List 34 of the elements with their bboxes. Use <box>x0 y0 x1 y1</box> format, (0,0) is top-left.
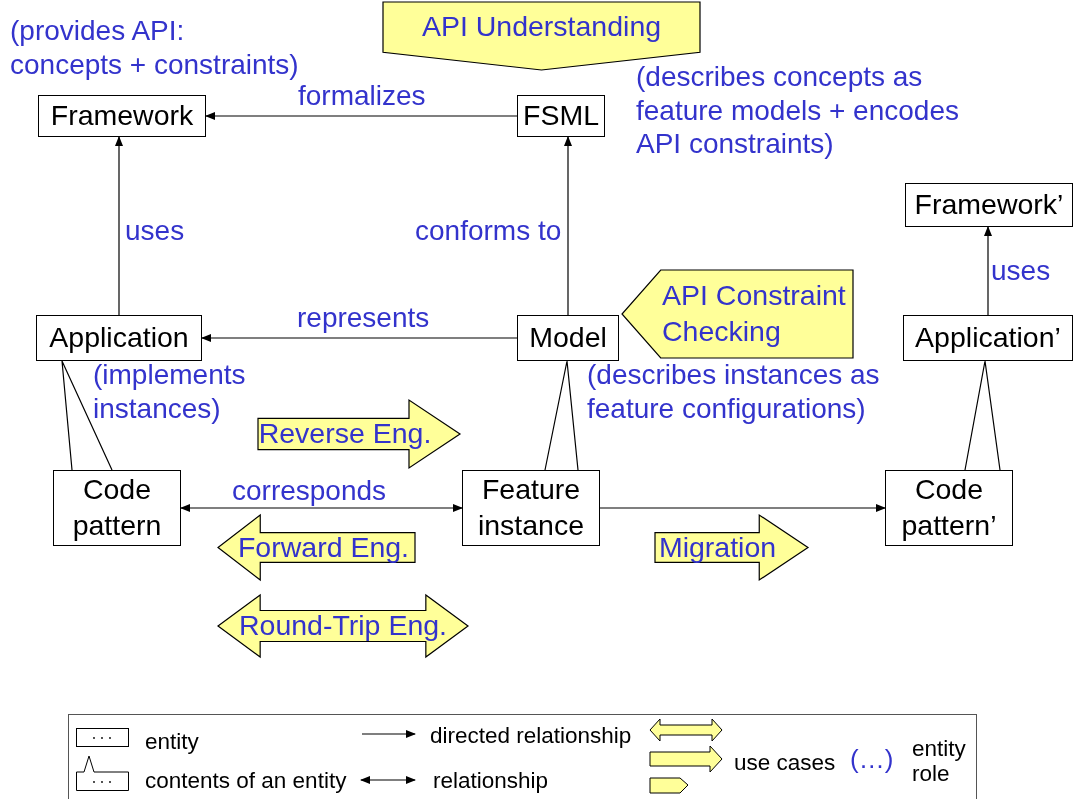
use-case-shape: Forward Eng. <box>218 515 415 580</box>
entity-box: Code pattern <box>53 470 181 546</box>
entity-role-note: (implements instances) <box>93 358 247 426</box>
arrow <box>599 504 886 512</box>
entity-role-sample: (…) <box>850 744 894 776</box>
entity-role-note: (provides API: concepts + constraints) <box>10 14 300 82</box>
legend-label: contents of an entity <box>145 769 347 794</box>
legend-label: entity role <box>912 737 967 787</box>
entity-box: Code pattern’ <box>885 470 1013 546</box>
entity-box: Feature instance <box>462 470 600 546</box>
arrow <box>564 136 572 316</box>
contents-callout-wedge <box>544 360 579 471</box>
entity-box: Model <box>517 315 619 361</box>
arrow <box>205 112 518 120</box>
entity-box: FSML <box>517 95 605 137</box>
use-case-shape: Migration <box>655 515 808 580</box>
legend-label: entity <box>145 730 199 755</box>
legend-label: use cases <box>734 751 836 776</box>
use-case-shape: Round-Trip Eng. <box>218 595 468 657</box>
entity-box: Application <box>36 315 202 361</box>
entity-role-note: (describes instances as feature configurations) <box>587 358 881 426</box>
use-case-shape: API Constraint Checking <box>622 270 853 358</box>
arrow <box>115 136 123 316</box>
contents-callout-wedge <box>61 360 113 471</box>
entity-box: Application’ <box>903 315 1073 361</box>
use-case-shape: Reverse Eng. <box>258 400 460 468</box>
contents-callout-wedge <box>964 360 1001 471</box>
legend-label: relationship <box>433 769 549 794</box>
legend-label: directed relationship <box>430 724 632 749</box>
arrow <box>180 504 463 512</box>
entity-box: Framework <box>38 95 206 137</box>
entity-box: Framework’ <box>905 183 1073 227</box>
arrow <box>201 334 518 342</box>
arrow <box>984 226 992 316</box>
